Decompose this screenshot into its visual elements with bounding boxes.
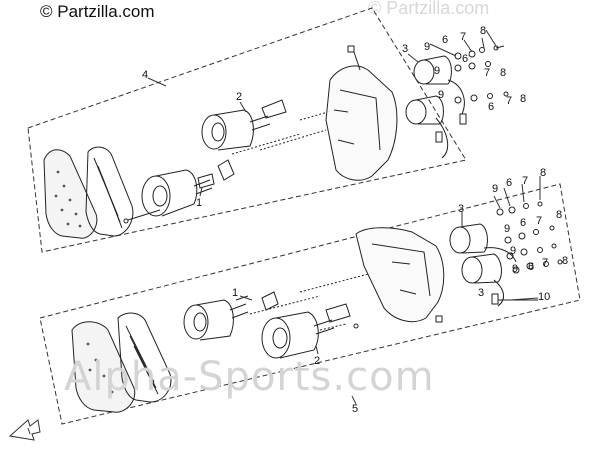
- callout-3-upper: 3: [402, 43, 408, 55]
- callout-2-lower: 2: [314, 355, 320, 367]
- callout-3-lower-b: 3: [478, 287, 484, 299]
- callout-7-lower-a: 7: [522, 175, 528, 187]
- watermark-top: © Partzilla.com: [368, 0, 490, 18]
- hardware-lower: [496, 201, 563, 274]
- callout-1-upper: 1: [196, 197, 202, 209]
- direction-arrow-icon: [8, 419, 41, 441]
- screw-row-upper: [123, 107, 343, 224]
- callout-7-upper-a: 7: [460, 31, 466, 43]
- callout-8-upper-c: 8: [520, 93, 526, 105]
- callout-6-upper-c: 6: [488, 101, 494, 113]
- callout-9-lower-d: 9: [512, 263, 518, 275]
- watermark-bottom: Alpha-Sports.com: [64, 354, 435, 400]
- main-housing-lower: [355, 227, 445, 323]
- callout-9-lower-b: 9: [504, 223, 510, 235]
- callout-7-upper-b: 7: [484, 67, 490, 79]
- callout-8-lower-c: 8: [562, 255, 568, 267]
- callout-6-lower-b: 6: [520, 217, 526, 229]
- callout-4: 4: [142, 69, 148, 81]
- callout-5: 5: [352, 403, 358, 415]
- callout-3-lower: 3: [458, 203, 464, 215]
- socket-3-upper-b: [405, 95, 449, 159]
- callout-9-upper-a: 9: [424, 41, 430, 53]
- assembly-boundary-upper: [27, 7, 467, 253]
- hardware-upper: [454, 45, 509, 104]
- callout-9-lower-a: 9: [492, 183, 498, 195]
- callout-9-upper-c: 9: [438, 89, 444, 101]
- callout-7-lower-b: 7: [536, 215, 542, 227]
- bulb-housing-1-lower: [183, 299, 249, 341]
- callout-8-lower-b: 8: [556, 209, 562, 221]
- callout-6-upper-a: 6: [442, 34, 448, 46]
- bulb-clip-lower: [235, 291, 279, 311]
- callout-10: 10: [538, 291, 550, 303]
- bulb-housing-1-upper: [141, 169, 213, 217]
- screw-row-lower: [249, 271, 377, 331]
- socket-3-lower-b: [461, 253, 504, 307]
- main-housing-upper: [325, 45, 398, 181]
- leader-lines: [147, 29, 541, 405]
- reflector-frame-upper: [85, 146, 134, 237]
- lens-cover-upper: [43, 149, 98, 239]
- callout-9-lower-c: 9: [510, 245, 516, 257]
- callout-9-upper-b: 9: [434, 65, 440, 77]
- socket-3-upper-a: [413, 55, 452, 85]
- callout-1-lower: 1: [232, 287, 238, 299]
- socket-3-lower-a: [449, 223, 488, 254]
- reflector-frame-lower: [117, 312, 172, 403]
- copyright-notice: © Partzilla.com: [40, 2, 155, 21]
- callout-8-upper-a: 8: [480, 25, 486, 37]
- callout-7-lower-c: 7: [542, 257, 548, 269]
- callout-8-upper-b: 8: [500, 67, 506, 79]
- callout-7-upper-c: 7: [506, 95, 512, 107]
- bulb-housing-2-lower: [261, 303, 351, 359]
- bulb-housing-2-upper: [201, 99, 287, 151]
- lens-cover-lower: [71, 321, 136, 413]
- callout-6-upper-b: 6: [462, 53, 468, 65]
- callout-2-upper: 2: [236, 91, 242, 103]
- bulb-clip-upper: [197, 159, 235, 189]
- callout-6-lower-c: 6: [528, 261, 534, 273]
- callout-6-lower-a: 6: [506, 177, 512, 189]
- wire-lower: [483, 247, 538, 301]
- wire-upper: [447, 79, 467, 125]
- callout-8-lower-a: 8: [540, 167, 546, 179]
